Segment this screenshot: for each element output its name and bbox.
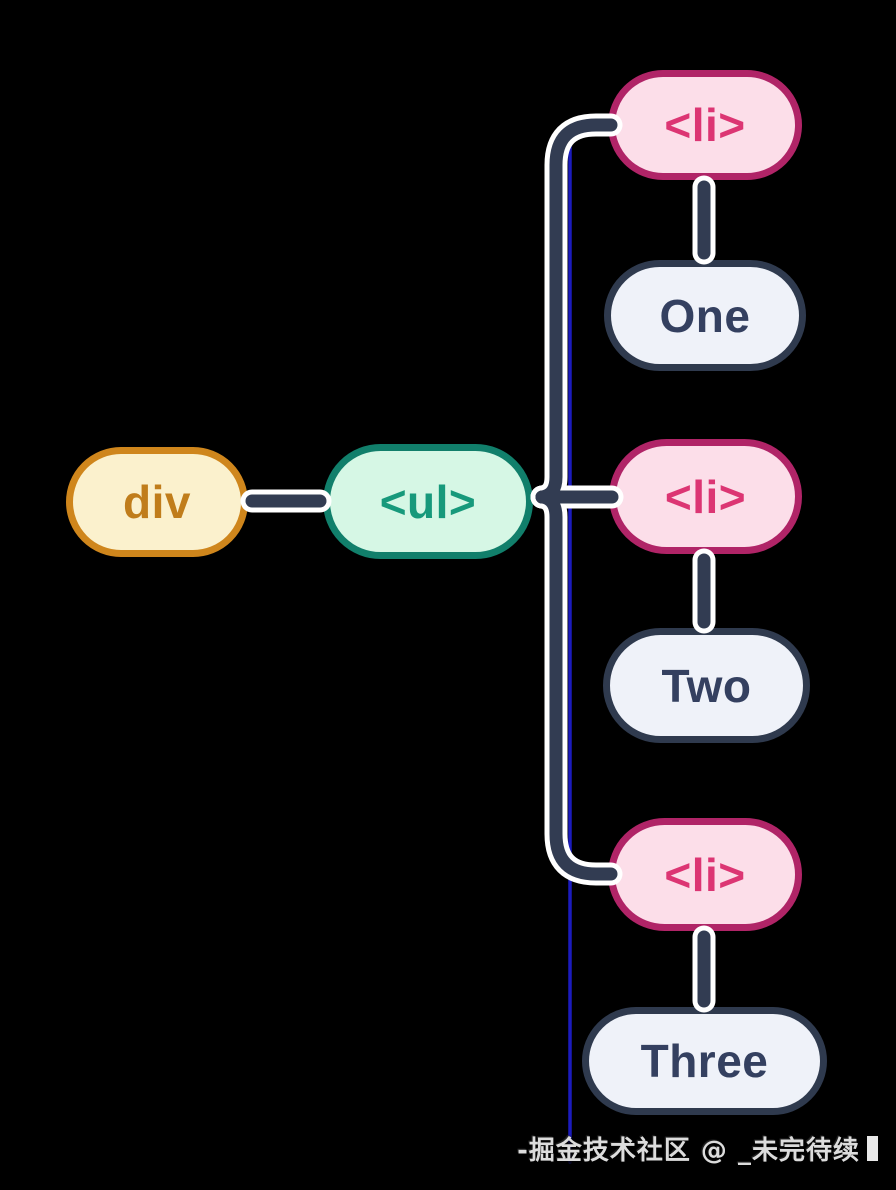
node-li-1-label: <li> xyxy=(664,99,746,151)
node-text-one: One xyxy=(604,260,806,371)
node-li-3-label: <li> xyxy=(664,848,746,901)
node-text-one-label: One xyxy=(659,289,751,342)
node-text-three: Three xyxy=(582,1007,827,1115)
node-text-three-label: Three xyxy=(640,1035,769,1087)
node-ul-label: <ul> xyxy=(379,475,477,528)
edge-ul-li1-casing xyxy=(530,113,623,509)
node-text-two: Two xyxy=(603,628,810,743)
block-cursor-icon xyxy=(867,1136,878,1161)
edge-ul-li1-core xyxy=(535,118,618,504)
node-div-label: div xyxy=(123,476,191,528)
node-ul: <ul> xyxy=(323,444,533,559)
watermark-text: -掘金技术社区 @ _未完待续 xyxy=(517,1136,860,1166)
node-li-1: <li> xyxy=(608,70,802,180)
node-text-two-label: Two xyxy=(661,659,752,712)
node-li-2: <li> xyxy=(609,439,802,554)
node-li-2-label: <li> xyxy=(664,470,747,523)
watermark: -掘金技术社区 @ _未完待续 xyxy=(517,1130,878,1167)
node-div: div xyxy=(66,447,248,557)
edge-ul-li3-casing xyxy=(530,485,623,886)
node-li-3: <li> xyxy=(608,818,802,931)
edge-ul-li3-core xyxy=(535,490,618,881)
